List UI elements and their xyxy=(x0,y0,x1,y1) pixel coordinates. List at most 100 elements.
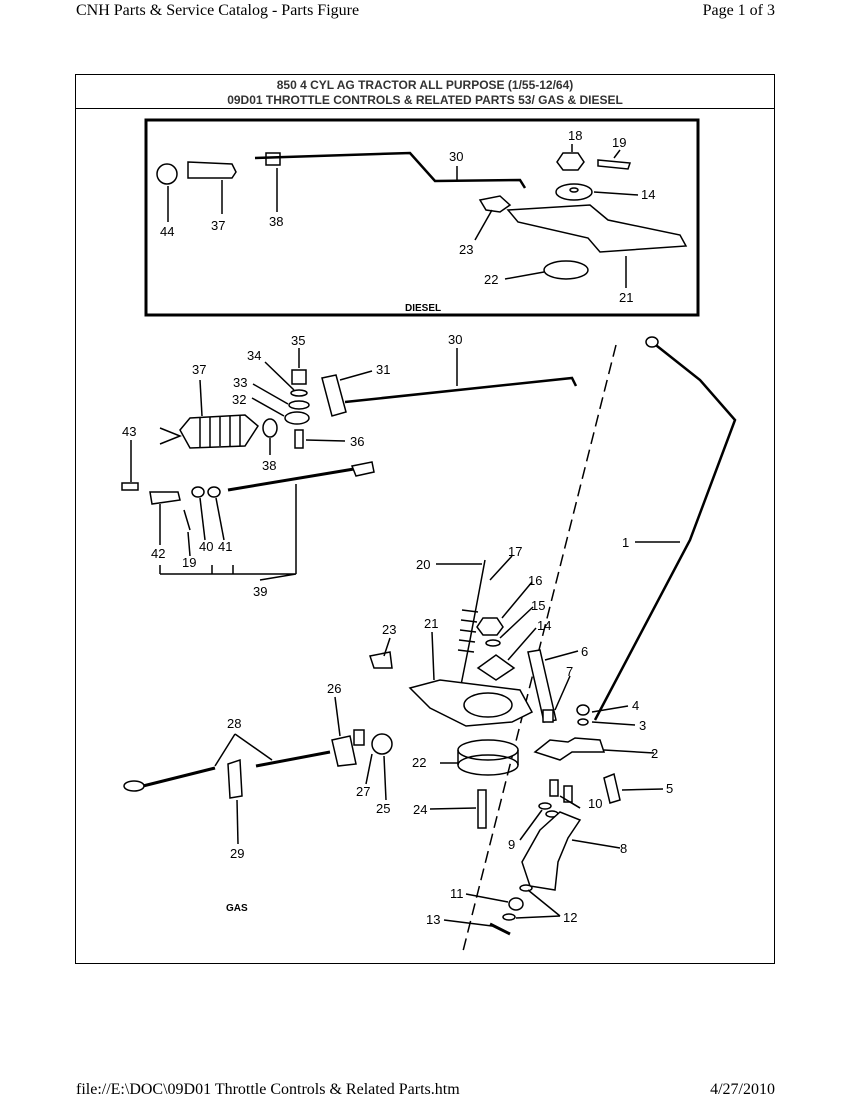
callout-25: 25 xyxy=(376,801,390,816)
callout-17: 17 xyxy=(508,544,522,559)
callout-19: 19 xyxy=(612,135,626,150)
part-28-rod-left xyxy=(134,766,216,790)
part-25-swivel xyxy=(371,733,393,755)
part-6-link xyxy=(527,649,557,723)
gas-caption: GAS xyxy=(226,903,248,914)
callout-36: 36 xyxy=(350,434,364,449)
diesel-inset-box xyxy=(144,118,700,317)
part-19-pin xyxy=(597,159,632,170)
part-4-nut xyxy=(576,704,590,716)
page-header-title: CNH Parts & Service Catalog - Parts Figu… xyxy=(76,2,360,19)
callout-10: 10 xyxy=(588,796,602,811)
callout-41: 41 xyxy=(218,539,232,554)
callout-40: 40 xyxy=(199,539,213,554)
callout-27: 27 xyxy=(356,784,370,799)
parts-figure-frame: 850 4 CYL AG TRACTOR ALL PURPOSE (1/55-1… xyxy=(75,74,775,964)
callout-4: 4 xyxy=(632,698,639,713)
callout-19-gas: 19 xyxy=(182,555,196,570)
part-36-screw xyxy=(294,429,304,449)
part-29-link xyxy=(227,758,243,799)
callout-44: 44 xyxy=(160,224,174,239)
part-18-nut xyxy=(556,152,585,171)
callout-31: 31 xyxy=(376,362,390,377)
callout-14: 14 xyxy=(641,187,655,202)
callout-43: 43 xyxy=(122,424,136,439)
part-8-bracket xyxy=(521,811,582,891)
callout-39: 39 xyxy=(253,584,267,599)
callout-6: 6 xyxy=(581,644,588,659)
callout-15: 15 xyxy=(531,598,545,613)
part-44-cap xyxy=(156,163,178,185)
figure-title: 850 4 CYL AG TRACTOR ALL PURPOSE (1/55-1… xyxy=(76,75,774,109)
part-15-washer xyxy=(485,639,501,647)
part-28-rod-right xyxy=(255,750,331,768)
callout-26: 26 xyxy=(327,681,341,696)
part-21-lever xyxy=(506,204,688,253)
part-20-spring xyxy=(459,559,486,691)
callout-22: 22 xyxy=(484,272,498,287)
callout-12: 12 xyxy=(563,910,577,925)
callout-9: 9 xyxy=(508,837,515,852)
part-5-screw xyxy=(603,772,621,804)
callout-22-gas: 22 xyxy=(412,755,426,770)
callout-38: 38 xyxy=(269,214,283,229)
callout-21-gas: 21 xyxy=(424,616,438,631)
part-14-gas-washer xyxy=(476,654,516,681)
part-32-swivel xyxy=(284,411,310,425)
part-40-washer xyxy=(191,486,205,498)
diesel-caption: DIESEL xyxy=(405,303,441,314)
page-number: Page 1 of 3 xyxy=(702,2,775,19)
part-41-nut xyxy=(207,486,221,498)
callout-13: 13 xyxy=(426,912,440,927)
part-26-bracket xyxy=(331,735,357,767)
callout-5: 5 xyxy=(666,781,673,796)
page-footer-date: 4/27/2010 xyxy=(710,1081,775,1098)
part-22-disc xyxy=(543,260,589,280)
callout-23: 23 xyxy=(459,242,473,257)
part-43-pin xyxy=(121,482,139,491)
part-33-washer xyxy=(288,400,310,410)
callout-20: 20 xyxy=(416,557,430,572)
callout-8: 8 xyxy=(620,841,627,856)
part-31-bracket xyxy=(321,374,347,417)
part-37-knob xyxy=(187,161,237,179)
part-39-rod xyxy=(227,466,361,492)
part-2-lever xyxy=(533,737,606,761)
part-27-screw xyxy=(353,729,365,746)
part-22-gas-disc xyxy=(457,739,519,761)
callout-30-gas: 30 xyxy=(448,332,462,347)
part-30-rod xyxy=(254,151,527,189)
part-12-washer xyxy=(519,884,533,892)
callout-3: 3 xyxy=(639,718,646,733)
callout-2: 2 xyxy=(651,746,658,761)
callout-7: 7 xyxy=(566,664,573,679)
callout-37: 37 xyxy=(211,218,225,233)
part-24-stud xyxy=(477,789,487,829)
part-30-gas-rod xyxy=(344,376,578,404)
part-23-clip xyxy=(478,195,512,213)
callout-42: 42 xyxy=(151,546,165,561)
callout-16: 16 xyxy=(528,573,542,588)
part-42-clevis xyxy=(149,491,181,505)
callout-21: 21 xyxy=(619,290,633,305)
part-37-boot xyxy=(179,414,259,449)
callout-11: 11 xyxy=(450,886,464,901)
part-13-pin xyxy=(489,922,511,936)
callout-1: 1 xyxy=(622,535,629,550)
callout-34: 34 xyxy=(247,348,261,363)
callout-33: 33 xyxy=(233,375,247,390)
callout-35: 35 xyxy=(291,333,305,348)
callout-30: 30 xyxy=(449,149,463,164)
part-10-screw xyxy=(549,779,559,797)
figure-title-line1: 850 4 CYL AG TRACTOR ALL PURPOSE (1/55-1… xyxy=(276,78,574,92)
part-38-gas-nut xyxy=(262,418,278,438)
callout-28: 28 xyxy=(227,716,241,731)
part-38-nut xyxy=(265,152,281,166)
part-9-washer xyxy=(538,802,552,810)
callout-37-gas: 37 xyxy=(192,362,206,377)
callout-38-gas: 38 xyxy=(262,458,276,473)
callout-29: 29 xyxy=(230,846,244,861)
part-11-nut xyxy=(508,897,524,911)
part-3-washer xyxy=(577,718,589,726)
